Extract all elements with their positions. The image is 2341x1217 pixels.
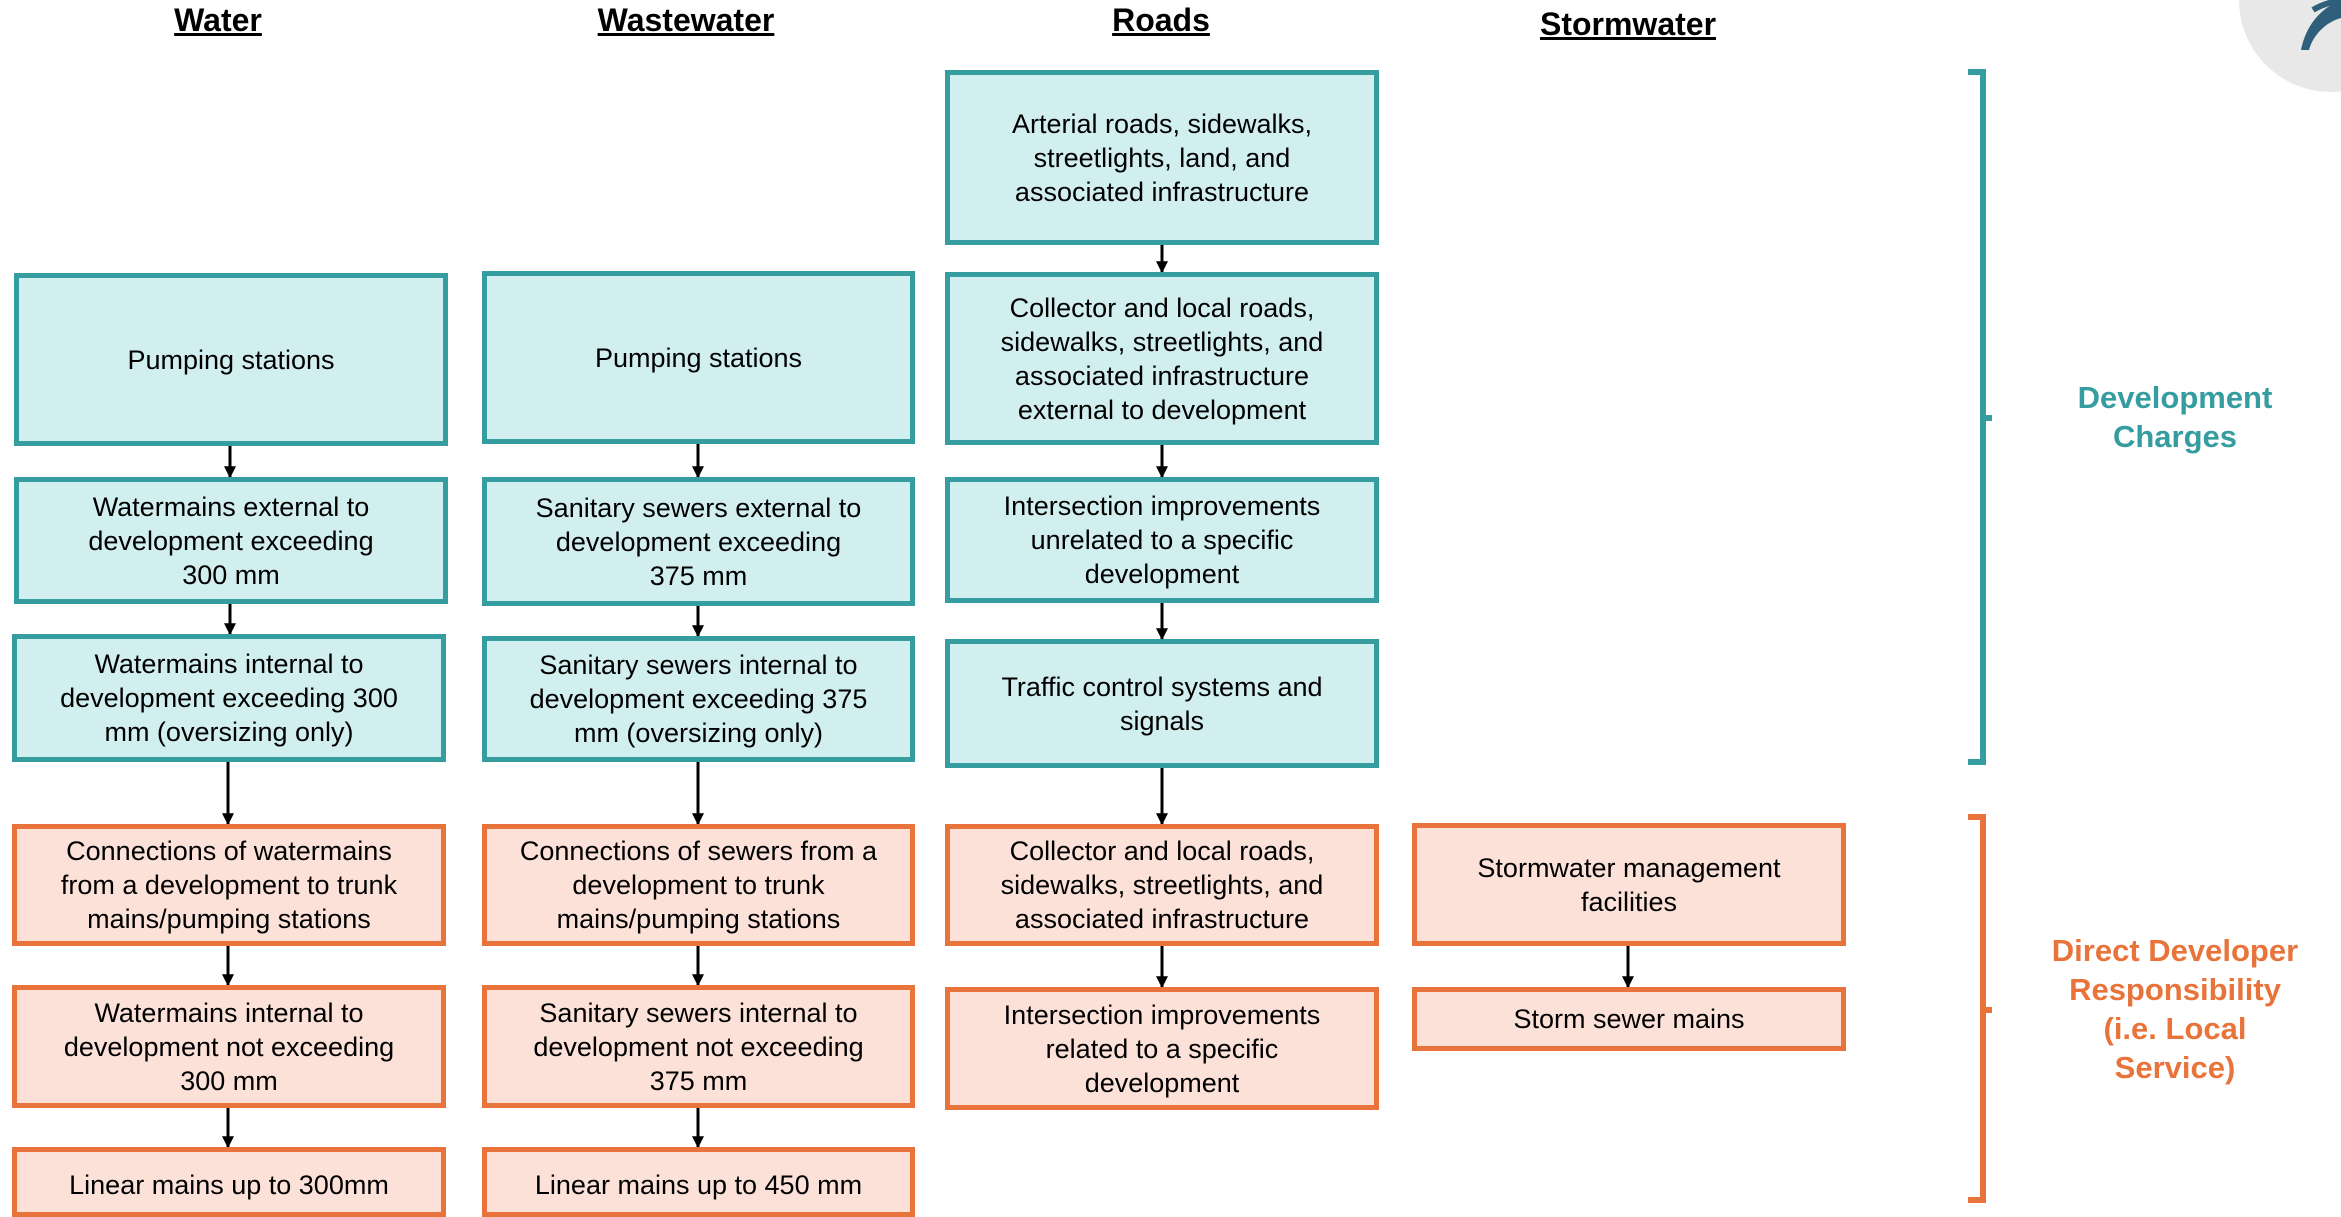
wastewater-sewers-internal-small: Sanitary sewers internal to development … (482, 985, 915, 1108)
label-development-charges: Development Charges (2077, 380, 2273, 454)
water-mains-external: Watermains external to development excee… (14, 477, 448, 604)
wastewater-sewers-external: Sanitary sewers external to development … (482, 477, 915, 606)
bracket-direct-developer (1968, 814, 1992, 1203)
wastewater-pumping-stations: Pumping stations (482, 271, 915, 444)
water-mains-internal-oversizing: Watermains internal to development excee… (12, 634, 446, 762)
logo-icon (2239, 0, 2341, 92)
roads-intersection-unrelated: Intersection improvements unrelated to a… (945, 477, 1379, 603)
roads-collector-local: Collector and local roads, sidewalks, st… (945, 824, 1379, 946)
roads-intersection-related: Intersection improvements related to a s… (945, 987, 1379, 1110)
stormwater-sewer-mains: Storm sewer mains (1412, 987, 1846, 1051)
bracket-development-charges (1968, 69, 1992, 765)
label-direct-developer-responsibility: Direct Developer Responsibility (i.e. Lo… (2051, 933, 2299, 1085)
stormwater-management-facilities: Stormwater management facilities (1412, 823, 1846, 946)
column-header-stormwater: Stormwater (1539, 6, 1717, 42)
wastewater-connections: Connections of sewers from a development… (482, 824, 915, 946)
column-header-wastewater: Wastewater (597, 2, 775, 38)
roads-traffic-control: Traffic control systems and signals (945, 639, 1379, 768)
water-connections: Connections of watermains from a develop… (12, 824, 446, 946)
column-header-roads: Roads (1112, 2, 1210, 38)
water-pumping-stations: Pumping stations (14, 273, 448, 446)
column-header-water: Water (174, 2, 262, 38)
water-mains-internal-small: Watermains internal to development not e… (12, 985, 446, 1108)
wastewater-sewers-internal-oversizing: Sanitary sewers internal to development … (482, 636, 915, 762)
roads-arterial: Arterial roads, sidewalks, streetlights,… (945, 70, 1379, 245)
roads-collector-external: Collector and local roads, sidewalks, st… (945, 272, 1379, 445)
